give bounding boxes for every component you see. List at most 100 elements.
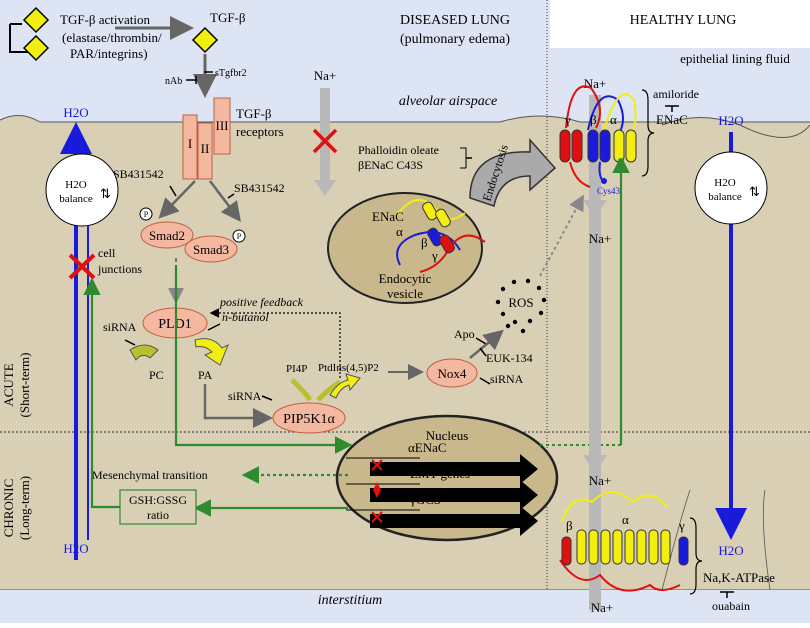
positive-feedback-label: positive feedback (219, 295, 304, 309)
pa-label: PA (198, 368, 213, 382)
acute-label: ACUTE (1, 363, 16, 406)
phalloidin-label: Phalloidin oleate (358, 143, 439, 157)
smad2-node (140, 221, 194, 249)
epithelial-cell-layer (0, 115, 810, 591)
tgf-beta-label: TGF-β (210, 10, 246, 25)
sirna-label-pip5k: siRNA (228, 389, 262, 403)
tgf-receptor-III (213, 97, 231, 155)
tgf-activation-line2: (elastase/thrombin/ (62, 30, 162, 45)
vesicle-label-1: Endocytic (379, 271, 432, 286)
h2o-balance-left-line2: balance (59, 193, 93, 205)
receptor-I-label: I (188, 136, 192, 151)
pip5k1a-label: PIP5K1α (283, 412, 335, 427)
h2o-top-right-label: H2O (718, 113, 743, 128)
enac-alpha-healthy: α (610, 112, 617, 127)
balance-updown-icon-left: ⇅ (100, 186, 111, 201)
pip5k1a-node (272, 402, 346, 434)
aenac-gene-arrow (370, 454, 538, 484)
smad3-label: Smad3 (193, 242, 229, 257)
euk134-label: EUK-134 (486, 351, 533, 365)
chronic-sublabel: (Long-term) (17, 476, 32, 540)
cell-junctions-line2: junctions (97, 262, 142, 276)
diseased-lung-title: DISEASED LUNG (400, 13, 510, 28)
phospho-label-1: P (144, 210, 149, 219)
phospho-label-2: P (237, 232, 242, 241)
endocytosis-arrow (469, 138, 557, 207)
nak-gamma-label: γ (678, 518, 685, 533)
phospho-badge-smad3 (232, 229, 246, 243)
h2o-top-left-label: H2O (63, 105, 88, 120)
na-healthy-lower: Na+ (589, 473, 612, 488)
sb431542-label-1: SB431542 (113, 167, 164, 181)
na-healthy-bottom: Na+ (591, 600, 614, 615)
smad3-node (184, 235, 238, 263)
cell-junctions-line1: cell (98, 246, 116, 260)
tgf-beta-diamond (191, 26, 219, 54)
apo-label: Apo (454, 327, 475, 341)
h2o-balance-right-line2: balance (708, 191, 742, 203)
h2o-bottom-right-label: H2O (718, 543, 743, 558)
chronic-label: CHRONIC (1, 479, 16, 538)
sb431542-label-2: SB431542 (234, 181, 285, 195)
ros-dots (495, 278, 547, 334)
enac-gamma-healthy: γ (564, 112, 571, 127)
acute-sublabel: (Short-term) (17, 353, 32, 418)
healthy-lung-title: HEALTHY LUNG (630, 13, 737, 28)
enac-alpha-vesicle: α (396, 224, 403, 239)
balance-updown-icon-right: ⇅ (749, 184, 760, 199)
cys43-label: Cys43 (597, 186, 621, 196)
sirna-label-pld1: siRNA (103, 320, 137, 334)
pc-label: PC (149, 368, 164, 382)
mesenchymal-transition-label: Mesenchymal transition (92, 468, 208, 482)
na-healthy-top: Na+ (584, 76, 607, 91)
nab-label: nAb (165, 76, 182, 87)
enac-apical-channel (559, 85, 637, 188)
na-k-atpase (559, 491, 689, 592)
gsh-gssg-box (119, 489, 197, 525)
receptors-label-2: receptors (236, 124, 284, 139)
h2o-balance-left-line1: H2O (65, 179, 86, 191)
n-butanol-label: n-butanol (222, 310, 269, 324)
tgf-receptor-II (197, 122, 213, 180)
gsh-gssg-label: GSH:GSSG (129, 493, 187, 507)
pi4p-label: PI4P (286, 363, 307, 375)
tgf-activation-line3: PAR/integrins) (70, 46, 148, 61)
enac-beta-vesicle: β (421, 235, 428, 250)
enac-healthy-label: ENaC (656, 112, 688, 127)
receptors-label-1: TGF-β (236, 106, 272, 121)
alveolar-airspace-label: alveolar airspace (399, 94, 497, 109)
enac-vesicle-label: ENaC (372, 209, 404, 224)
h2o-balance-left (45, 153, 119, 227)
interstitium-label: interstitium (318, 593, 383, 608)
ygcs-gene-arrow (370, 506, 538, 536)
sirna-label-nox4: siRNA (490, 372, 524, 386)
nox4-label: Nox4 (438, 366, 467, 381)
amiloride-label: amiloride (653, 87, 699, 101)
h2o-balance-right-line1: H2O (714, 177, 735, 189)
h2o-balance-right (694, 151, 768, 225)
diseased-lung-subtitle: (pulmonary edema) (400, 32, 510, 47)
nucleus-title: Nucleus (426, 428, 469, 443)
na-healthy-middle: Na+ (589, 231, 612, 246)
epithelial-lining-fluid-label: epithelial lining fluid (680, 51, 790, 66)
tgf-latent-diamond-1 (22, 6, 50, 34)
emt-activated-icon (373, 482, 381, 498)
enac-gamma-vesicle: γ (431, 248, 438, 263)
nucleus (335, 414, 559, 542)
tgf-receptor-I (182, 114, 198, 180)
tgf-latent-diamond-2 (22, 34, 50, 62)
smad2-label: Smad2 (149, 228, 185, 243)
nak-alpha-label: α (622, 512, 629, 527)
ygcs-gene-label: γGCS (409, 492, 441, 507)
ptdins-label: PtdIns(4,5)P2 (318, 362, 379, 374)
enac-beta-healthy: β (590, 112, 597, 127)
ros-label: ROS (508, 295, 533, 310)
vesicle-label-2: vesicle (387, 286, 423, 301)
nak-bracket (689, 517, 703, 595)
pc-to-pa-arrow (194, 338, 229, 366)
benac-c43s-label: βENaC C43S (358, 158, 423, 172)
h2o-bottom-left-label: H2O (63, 541, 88, 556)
na-k-atpase-label: Na,K-ATPase (703, 570, 775, 585)
na-airspace-label: Na+ (314, 68, 337, 83)
